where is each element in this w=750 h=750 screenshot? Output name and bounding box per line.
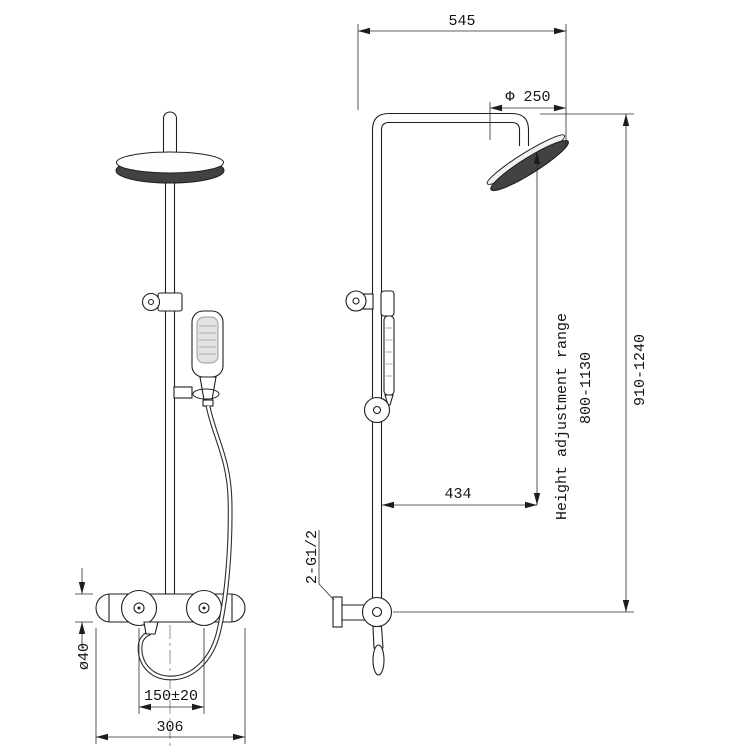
dimension-head-diameter: Φ 250 <box>489 89 566 140</box>
slider-bracket-side <box>345 290 374 312</box>
side-view: 545 Φ 250 910-1240 Height adjustment ran… <box>304 13 649 676</box>
hose-nut <box>202 399 214 407</box>
dim-overall-height-text: 910-1240 <box>632 334 649 406</box>
hose-outlet <box>143 621 159 635</box>
dim-head-diameter-text: Φ 250 <box>505 89 550 106</box>
hose-drop-side <box>372 644 385 676</box>
slider-knob-hub <box>147 298 155 306</box>
hand-shower-side <box>363 290 395 424</box>
wall-flange <box>332 596 343 628</box>
dimension-horizontal-offset: 434 <box>382 486 537 509</box>
label-inlet-thread: 2-G1/2 <box>304 530 335 601</box>
rain-shower-head <box>115 151 225 184</box>
hand-shower-handle <box>199 376 217 401</box>
riser-pipe-outer <box>371 112 530 600</box>
dim-total-depth-text: 545 <box>448 13 475 30</box>
dim-valve-width-text: 306 <box>156 719 183 736</box>
rain-head-top-face <box>116 151 224 174</box>
dimension-valve-width: 306 <box>95 628 246 744</box>
mixer-valve <box>95 589 246 627</box>
dimension-inlet-spacing: 150±20 <box>138 628 205 714</box>
wall-connection <box>332 596 393 676</box>
holder-clamp-side <box>380 290 395 317</box>
height-adjustment-label: Height adjustment range <box>554 313 571 520</box>
holder-arm <box>173 386 193 399</box>
dimension-height-adjustment: Height adjustment range 800-1130 <box>533 152 595 520</box>
dim-inlet-spacing-text: 150±20 <box>144 688 198 705</box>
slider-body <box>157 292 183 312</box>
dimension-total-depth: 545 <box>357 13 567 148</box>
riser-pipe-inner <box>380 121 521 600</box>
dim-adjustment-range-text: 800-1130 <box>578 352 595 424</box>
holder-ring <box>192 388 220 400</box>
dimension-body-diameter: ø40 <box>75 568 93 670</box>
dim-body-diameter-text: ø40 <box>76 643 93 670</box>
inlet-thread-text: 2-G1/2 <box>304 530 321 584</box>
shower-hose <box>137 405 233 681</box>
hand-shower-front <box>173 310 224 407</box>
dimension-overall-height: 910-1240 <box>393 113 649 613</box>
slider-bracket-front <box>141 292 183 312</box>
riser-pole <box>164 149 176 595</box>
front-view: ø40 150±20 306 <box>75 111 246 746</box>
dim-horizontal-offset-text: 434 <box>444 486 471 503</box>
